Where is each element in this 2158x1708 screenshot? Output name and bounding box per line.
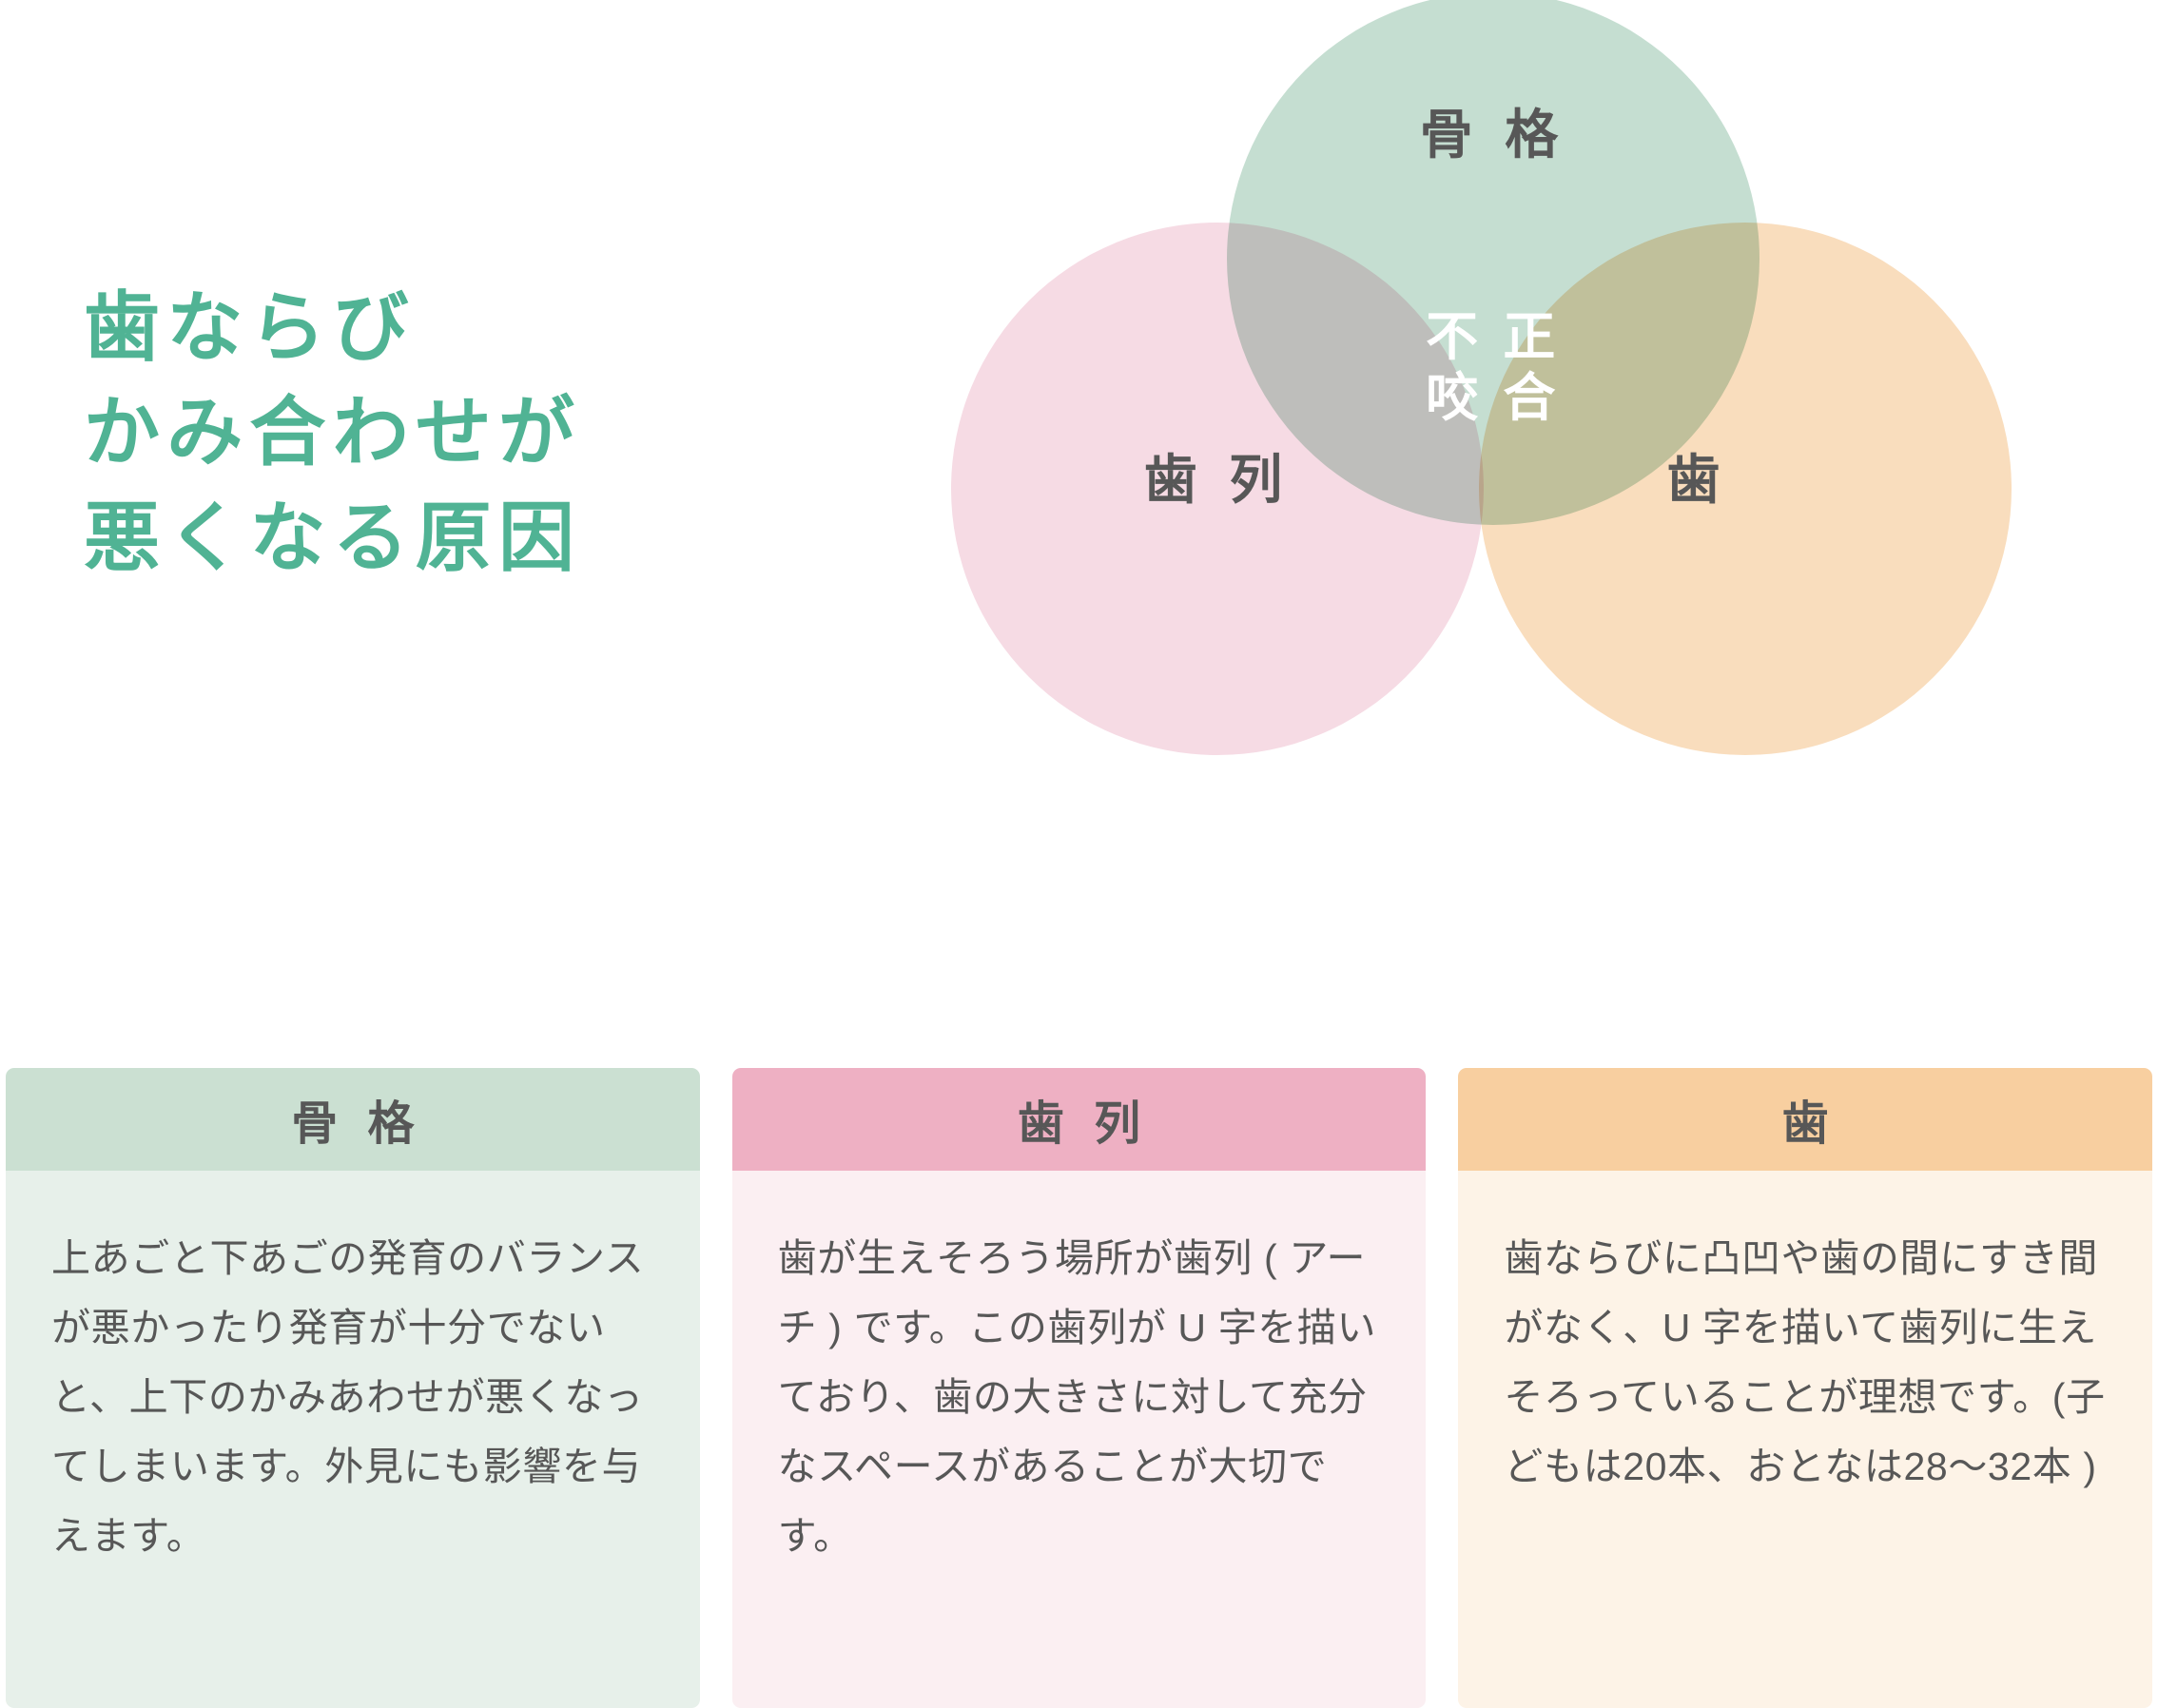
venn-label-center-line-2: 咬 合 [1426,368,1561,428]
info-card-teeth-text: 歯ならびに凸凹や歯の間にすき間がなく、U 字を描いて歯列に生えそろっていることが… [1504,1236,2106,1488]
info-card-arch-text: 歯が生えそろう場所が歯列 ( アーチ ) です。この歯列が U 字を描いており、… [777,1236,1377,1558]
info-card-list: 骨 格 上あごと下あごの発育のバランスが悪かったり発育が十分でないと、上下のかみ… [0,1068,2158,1708]
venn-diagram: 骨 格 歯 列 歯 不 正 咬 合 [875,0,2130,991]
page-title: 歯ならび かみ合わせが 悪くなる原因 [84,276,673,591]
page-title-line-1: 歯ならび [84,285,416,370]
info-card-skeletal-text: 上あごと下あごの発育のバランスが悪かったり発育が十分でないと、上下のかみあわせが… [51,1236,645,1558]
venn-circle-arch [951,223,1484,755]
info-card-teeth: 歯 歯ならびに凸凹や歯の間にすき間がなく、U 字を描いて歯列に生えそろっているこ… [1458,1068,2153,1708]
info-card-arch-title: 歯 列 [731,1068,1427,1171]
info-card-teeth-body: 歯ならびに凸凹や歯の間にすき間がなく、U 字を描いて歯列に生えそろっていることが… [1458,1171,2153,1708]
info-card-teeth-title: 歯 [1458,1068,2153,1171]
info-card-arch-body: 歯が生えそろう場所が歯列 ( アーチ ) です。この歯列が U 字を描いており、… [731,1171,1427,1708]
page-title-line-2: かみ合わせが [84,390,582,476]
venn-label-center-line-1: 不 正 [1426,307,1561,366]
info-card-arch: 歯 列 歯が生えそろう場所が歯列 ( アーチ ) です。この歯列が U 字を描い… [731,1068,1427,1708]
venn-label-center: 不 正 咬 合 [1308,306,1679,429]
venn-label-arch: 歯 列 [1143,450,1292,510]
venn-label-skeletal: 骨 格 [1419,105,1567,165]
info-card-skeletal-title: 骨 格 [6,1068,700,1171]
venn-circle-teeth [1479,223,2012,755]
page-title-line-3: 悪くなる原因 [84,495,582,580]
hero-section: 歯ならび かみ合わせが 悪くなる原因 骨 格 歯 列 歯 不 正 咬 合 [84,0,2130,991]
info-card-skeletal-body: 上あごと下あごの発育のバランスが悪かったり発育が十分でないと、上下のかみあわせが… [6,1171,700,1708]
venn-label-teeth: 歯 [1666,450,1729,510]
info-card-skeletal: 骨 格 上あごと下あごの発育のバランスが悪かったり発育が十分でないと、上下のかみ… [6,1068,700,1708]
